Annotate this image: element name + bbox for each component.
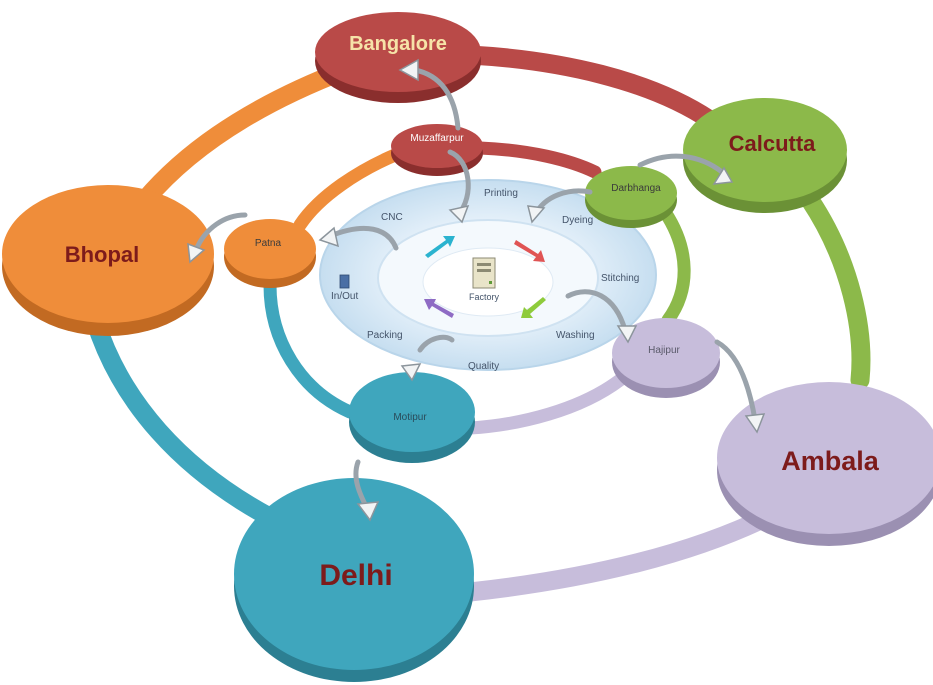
- arrowhead-darbhanga: [527, 205, 546, 224]
- arrow-patna-to-bhopal: [193, 212, 248, 253]
- step-inout: In/Out: [331, 291, 358, 302]
- arrowhead-bangalore: [398, 58, 419, 82]
- mid-band-hajipur-motipur: [463, 373, 627, 435]
- step-stitching: Stitching: [601, 273, 639, 284]
- hub-node-darbhanga: Darbhanga: [585, 166, 677, 228]
- cycle-arrow-red: [514, 240, 545, 262]
- arrowhead-delhi: [356, 501, 380, 522]
- city-label-bhopal: Bhopal: [65, 242, 140, 267]
- city-node-ambala: Ambala: [717, 382, 933, 546]
- hub-node-hajipur: Hajipur: [612, 318, 720, 398]
- city-node-bhopal: Bhopal: [2, 185, 214, 336]
- mid-band-motipur-patna: [263, 278, 357, 419]
- arrow-hajipur-to-ambala: [714, 339, 758, 423]
- arrowhead-hajipur: [616, 325, 638, 344]
- arrow-cnc-to-patna: [327, 225, 399, 251]
- factory-label: Factory: [469, 292, 500, 302]
- city-label-calcutta: Calcutta: [729, 131, 817, 156]
- flow-arrowheads: [187, 58, 766, 522]
- cycle-arrow-teal: [425, 236, 455, 258]
- arrowhead-bhopal: [187, 242, 206, 264]
- hub-node-muzaffarpur: Muzaffarpur: [391, 124, 483, 176]
- city-label-bangalore: Bangalore: [349, 33, 447, 55]
- outer-band-ambala-delhi: [460, 495, 800, 602]
- city-node-calcutta: Calcutta: [683, 98, 847, 213]
- hub-label-patna: Patna: [255, 238, 282, 249]
- outer-band-bangalore-calcutta: [460, 45, 720, 130]
- arrow-washing-to-hajipur: [565, 289, 628, 333]
- arrow-darbhanga-to-calcutta: [637, 153, 725, 175]
- factory-icon: [472, 257, 496, 289]
- hub-label-muzaffarpur: Muzaffarpur: [410, 133, 464, 144]
- hub-label-darbhanga: Darbhanga: [611, 183, 661, 194]
- step-dyeing: Dyeing: [562, 215, 593, 226]
- arrowhead-patna: [318, 226, 340, 248]
- arrowhead-ambala: [744, 413, 766, 434]
- city-node-delhi: Delhi: [234, 478, 474, 682]
- step-washing: Washing: [556, 330, 595, 341]
- arrow-muzaffarpur-to-bangalore: [412, 67, 461, 131]
- step-packing: Packing: [367, 330, 403, 341]
- step-quality: Quality: [468, 361, 499, 372]
- arrowhead-calcutta: [712, 166, 734, 185]
- arrow-quality-to-motipur: [417, 334, 455, 353]
- city-node-bangalore: Bangalore: [315, 12, 481, 103]
- mid-band-patna-muzaffarpur: [293, 148, 402, 232]
- hub-node-motipur: Motipur: [349, 372, 475, 463]
- cycle-arrow-green: [521, 297, 546, 318]
- outer-band-calcutta-ambala: [800, 190, 871, 390]
- arrowhead-muzaffarpur: [448, 204, 470, 224]
- hub-label-motipur: Motipur: [393, 412, 427, 423]
- mid-band-muzaffarpur-darbhanga: [473, 141, 602, 179]
- process-cycle: Factory Printing Dyeing Stitching Washin…: [319, 179, 657, 372]
- city-label-ambala: Ambala: [781, 446, 880, 476]
- city-label-delhi: Delhi: [319, 559, 392, 592]
- hub-node-patna: Patna: [224, 219, 316, 288]
- step-printing: Printing: [484, 188, 518, 199]
- outer-band-delhi-bhopal: [85, 310, 285, 530]
- hub-label-hajipur: Hajipur: [648, 345, 680, 356]
- cycle-arrow-purple: [424, 299, 454, 318]
- arrowhead-motipur: [400, 363, 422, 382]
- inout-icon: [339, 274, 350, 289]
- mid-band-darbhanga-hajipur: [658, 205, 691, 327]
- middle-ring: [263, 141, 691, 435]
- step-cnc: CNC: [381, 212, 403, 223]
- outer-band-bhopal-bangalore: [135, 60, 355, 210]
